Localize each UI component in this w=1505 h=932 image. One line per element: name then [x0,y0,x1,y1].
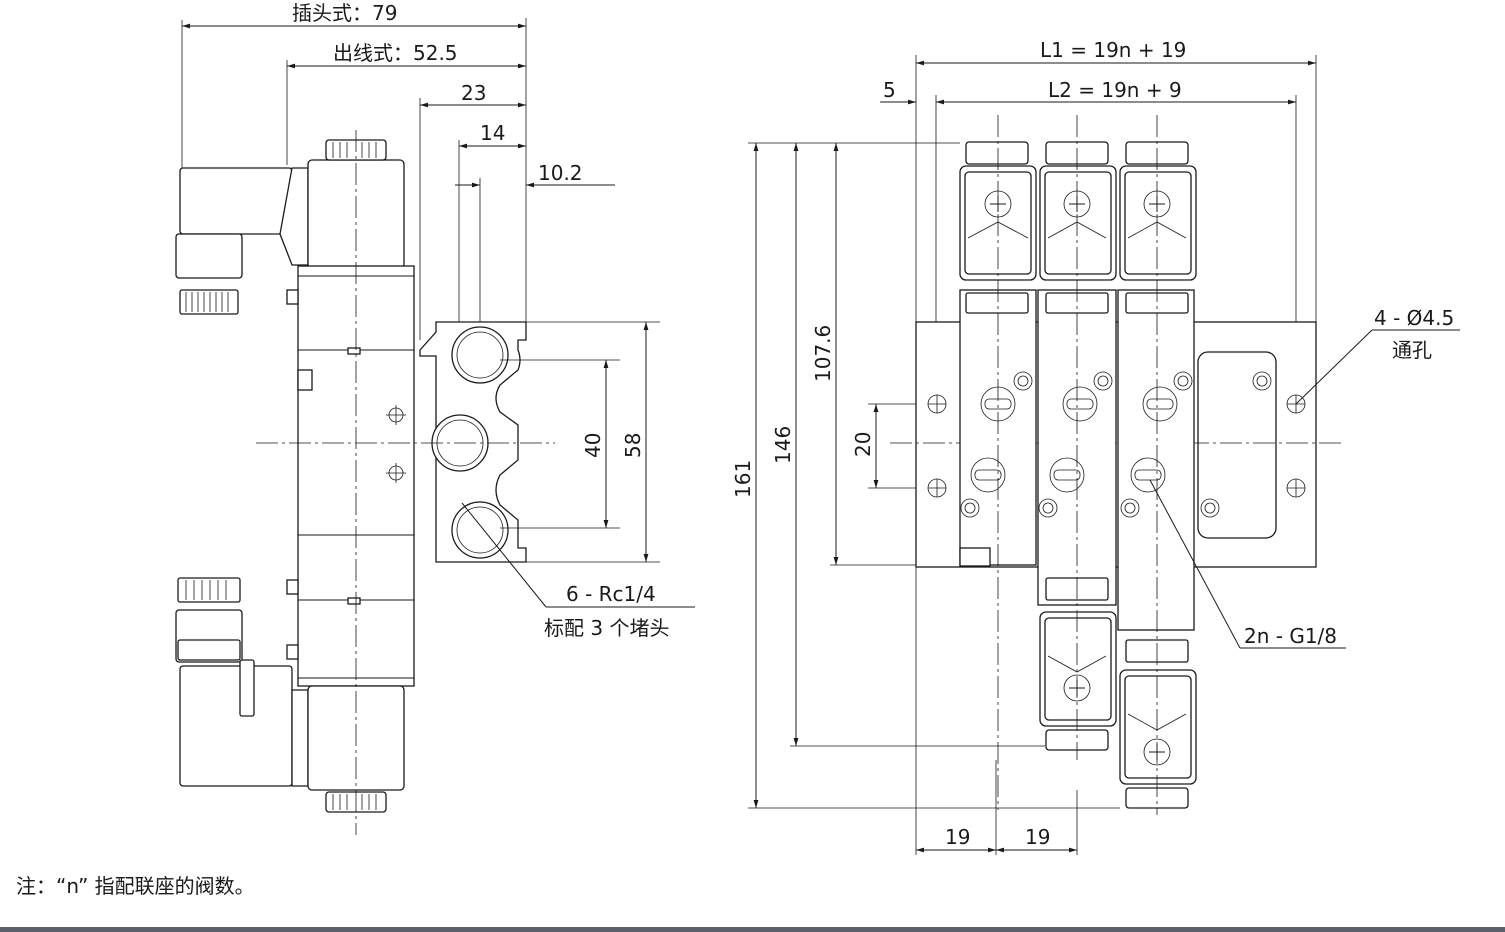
dim-l1: L1 = 19n + 19 [1040,38,1186,62]
dim-5: 5 [883,78,896,102]
hole-label: 4 - Ø4.5 [1374,306,1454,330]
dim-19-a: 19 [945,825,970,849]
dim-wire-type: 出线式：52.5 [333,41,458,65]
dim-107-6: 107.6 [811,325,835,382]
dim-14: 14 [480,121,505,145]
port-note: 标配 3 个堵头 [544,616,669,640]
dim-161: 161 [731,460,755,498]
dim-19-b: 19 [1025,825,1050,849]
dim-20: 20 [851,432,875,457]
footnote: 注：“n” 指配联座的阀数。 [16,874,255,898]
dim-l2: L2 = 19n + 9 [1048,78,1182,102]
dim-58: 58 [621,433,645,458]
front-view: L1 = 19n + 19 L2 = 19n + 9 5 161 146 107… [731,38,1460,855]
port-label: 6 - Rc1/4 [566,582,656,606]
dim-10-2: 10.2 [538,161,583,185]
side-view: 插头式：79 出线式：52.5 23 14 10.2 [175,1,695,835]
dim-146: 146 [771,426,795,464]
footer-bar [0,927,1505,932]
dim-23: 23 [461,81,486,105]
dim-40: 40 [581,433,605,458]
dim-plug-type: 插头式：79 [292,1,397,25]
hole-note: 通孔 [1392,338,1432,362]
gauge-port-label: 2n - G1/8 [1244,624,1337,648]
